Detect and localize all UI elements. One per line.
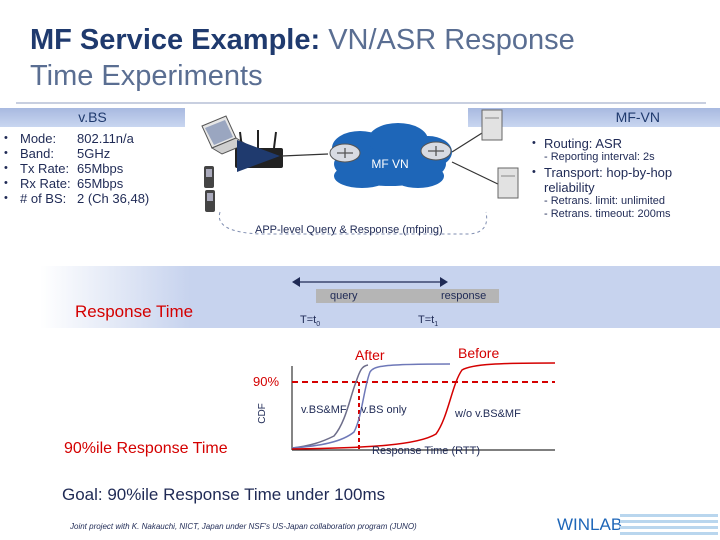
mfvn-spec-item: Transport: hop-by-hop reliability (530, 165, 718, 195)
router-icon (420, 141, 452, 161)
query-path (218, 211, 488, 235)
winlab-logo: WINLAB (557, 515, 623, 534)
ninetieth-percentile-label: 90%ile Response Time (64, 440, 228, 457)
wireless-beam (237, 140, 280, 172)
timing-bar (316, 289, 499, 303)
mfvn-spec-sub: - Reporting interval: 2s (544, 151, 655, 163)
cdf-axis-label: CDF (256, 403, 268, 424)
link-line (281, 153, 329, 157)
mfvn-header-label: MF-VN (615, 109, 660, 125)
response-time-label: Response Time (75, 302, 194, 321)
t1-label: T=t1 (418, 314, 439, 329)
series-without (291, 362, 556, 450)
ninety-percent-label: 90% (253, 374, 280, 389)
goal-statement: Goal: 90%ile Response Time under 100ms (62, 485, 386, 504)
mfvn-spec-item: Routing: ASR (530, 136, 718, 151)
vbs-spec-item: Mode:802.11n/a (2, 131, 149, 146)
phone-icon (205, 190, 215, 212)
series-label: w/o v.BS&MF (455, 408, 521, 420)
response-label: response (441, 290, 487, 302)
vbs-spec-list: Mode:802.11n/a Band:5GHz Tx Rate:65Mbps … (2, 131, 149, 206)
vbs-spec-item: Tx Rate:65Mbps (2, 161, 149, 176)
vbs-spec-item: Band:5GHz (2, 146, 149, 161)
footer-note: Joint project with K. Nakauchi, NICT, Ja… (70, 522, 417, 531)
timing-arrow (292, 277, 448, 287)
query-label: query (330, 290, 358, 302)
network-diagram: MF VN (201, 109, 519, 235)
router-icon (329, 143, 361, 163)
series-label: v.BS&MF (301, 404, 347, 416)
server-icon (497, 167, 519, 199)
cloud-label: MF VN (371, 157, 408, 171)
vbs-header: v.BS (0, 108, 185, 127)
phone-icon (204, 166, 214, 188)
after-label: After (355, 347, 385, 363)
title-part1: MF Service Example: (30, 24, 329, 56)
title-part2: VN/ASR Response (328, 24, 575, 56)
page-title: MF Service Example: VN/ASR Response Time… (30, 22, 575, 94)
cdf-plot (291, 362, 556, 451)
logo-stripes (620, 514, 718, 535)
mfvn-header: MF-VN (468, 108, 720, 127)
series-label: v.BS only (361, 404, 407, 416)
mfvn-spec-list: Routing: ASR - Reporting interval: 2s Tr… (530, 136, 718, 221)
title-divider (16, 102, 706, 104)
mfvn-spec-sub: - Retrans. timeout: 200ms (544, 208, 671, 220)
t0-label: T=t0 (300, 314, 321, 329)
series-vbs-only (291, 363, 451, 449)
vbs-spec-item: Rx Rate:65Mbps (2, 176, 149, 191)
query-caption: APP-level Query & Response (mfping) (255, 224, 443, 236)
vbs-spec-item: # of BS:2 (Ch 36,48) (2, 191, 149, 206)
x-axis-label: Response Time (RTT) (372, 445, 480, 457)
laptop-icon (201, 115, 248, 155)
server-icon (481, 109, 503, 141)
before-label: Before (458, 345, 500, 361)
mfvn-spec-sub: - Retrans. limit: unlimited (544, 195, 666, 207)
link-line (451, 161, 503, 187)
series-vbs-mf (291, 364, 369, 449)
title-line2: Time Experiments (30, 60, 263, 92)
